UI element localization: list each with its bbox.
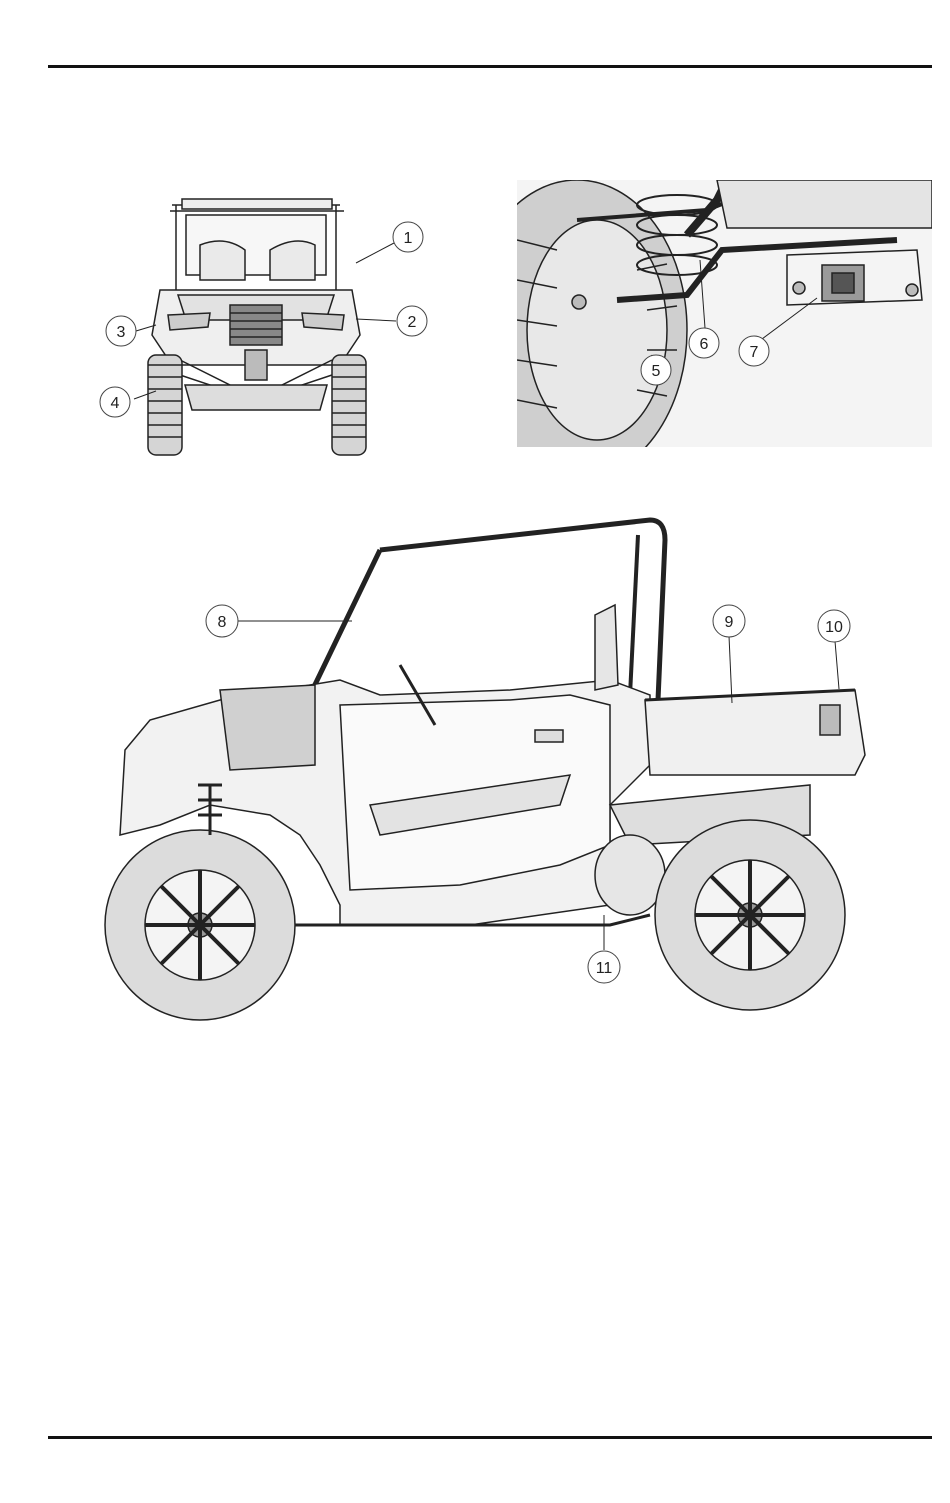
bottom-rule xyxy=(48,1436,932,1439)
callout-6-label: 6 xyxy=(700,336,709,353)
side-view-drawing: 8 9 10 11 xyxy=(90,505,890,1030)
callout-9-label: 9 xyxy=(725,614,734,631)
callout-5: 5 xyxy=(641,355,671,385)
callout-2-label: 2 xyxy=(408,314,417,331)
rear-detail-figure: 5 6 7 xyxy=(517,180,932,447)
callout-2: 2 xyxy=(397,306,427,336)
callout-3: 3 xyxy=(106,316,136,346)
callout-8: 8 xyxy=(206,605,238,637)
callout-7: 7 xyxy=(739,336,769,366)
callout-11: 11 xyxy=(588,951,620,983)
callout-7-label: 7 xyxy=(750,344,759,361)
callout-9: 9 xyxy=(713,605,745,637)
callout-8-label: 8 xyxy=(218,614,227,631)
callout-10-label: 10 xyxy=(825,619,843,636)
callout-4: 4 xyxy=(100,387,130,417)
front-view-figure: 1 2 3 4 xyxy=(90,185,440,465)
callout-1: 1 xyxy=(393,222,423,252)
callout-3-label: 3 xyxy=(117,324,126,341)
rear-detail-drawing: 5 6 7 xyxy=(517,180,932,447)
callout-4-label: 4 xyxy=(111,395,120,412)
front-view-drawing: 1 2 3 4 xyxy=(90,185,440,465)
side-view-figure: 8 9 10 11 xyxy=(90,505,890,1030)
top-rule xyxy=(48,65,932,68)
callout-10: 10 xyxy=(818,610,850,642)
callout-5-label: 5 xyxy=(652,363,661,380)
callout-6: 6 xyxy=(689,328,719,358)
callout-1-label: 1 xyxy=(404,230,413,247)
callout-11-label: 11 xyxy=(596,960,613,977)
